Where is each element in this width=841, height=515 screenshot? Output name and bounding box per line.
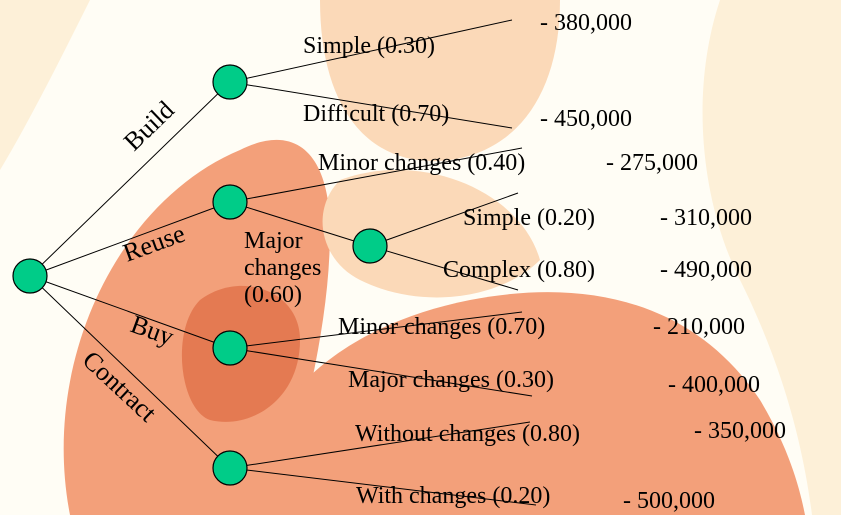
- contract-chance-node: [212, 450, 248, 486]
- reuse-major-line3: (0.60): [244, 282, 302, 308]
- outcome-build-difficult-label: Difficult (0.70): [303, 101, 449, 127]
- decoration-shape-corner: [0, 0, 90, 170]
- outcome-build-simple-value: - 380,000: [540, 10, 632, 36]
- edge-reuse: [29, 201, 231, 277]
- outcome-buy-minor-label: Minor changes (0.70): [338, 314, 545, 340]
- edge-buy: [29, 275, 231, 349]
- outcome-contract-without-value: - 350,000: [694, 418, 786, 444]
- decoration-shape-right: [702, 0, 841, 515]
- edge-contract-without: [229, 421, 531, 469]
- outcomes: Simple (0.30) - 380,000 Difficult (0.70)…: [303, 10, 786, 514]
- root-decision-node: [12, 258, 48, 294]
- outcome-contract-without-label: Without changes (0.80): [355, 421, 580, 447]
- reuse-major-line1: Major: [244, 228, 303, 254]
- decoration-shape-center: [322, 169, 540, 298]
- edge-build-difficult: [229, 81, 513, 129]
- outcome-reuse-minor-label: Minor changes (0.40): [318, 150, 525, 176]
- edge-contract: [29, 275, 231, 469]
- edge-build-simple: [229, 19, 513, 83]
- edge-major-simple: [369, 192, 519, 247]
- outcome-build-simple-label: Simple (0.30): [303, 33, 435, 59]
- outcome-major-simple-value: - 310,000: [660, 205, 752, 231]
- build-chance-node: [212, 64, 248, 100]
- edge-contract-with: [229, 467, 537, 506]
- outcome-contract-with-label: With changes (0.20): [356, 483, 550, 509]
- reuse-major-label: Major changes (0.60): [244, 228, 321, 308]
- edge-major-complex: [369, 245, 519, 291]
- edge-reuse-major: [229, 201, 371, 247]
- outcome-buy-major-label: Major changes (0.30): [348, 367, 554, 393]
- tree-nodes: [12, 64, 388, 486]
- outcome-build-difficult-value: - 450,000: [540, 106, 632, 132]
- major-changes-chance-node: [352, 228, 388, 264]
- reuse-major-line2: changes: [244, 255, 321, 281]
- decoration-shape-bottom: [240, 292, 805, 515]
- outcome-contract-with-value: - 500,000: [623, 488, 715, 514]
- reuse-chance-node: [212, 184, 248, 220]
- outcome-major-complex-value: - 490,000: [660, 257, 752, 283]
- outcome-buy-major-value: - 400,000: [668, 372, 760, 398]
- buy-chance-node: [212, 330, 248, 366]
- edge-reuse-minor: [229, 147, 523, 203]
- edge-buy-minor: [229, 311, 523, 349]
- tree-edges: [29, 19, 537, 506]
- outcome-buy-minor-value: - 210,000: [653, 314, 745, 340]
- outcome-major-complex-label: Complex (0.80): [443, 257, 595, 283]
- decoration-shape-top: [320, 0, 560, 162]
- edge-build: [29, 81, 231, 277]
- outcome-major-simple-label: Simple (0.20): [463, 205, 595, 231]
- outcome-reuse-minor-value: - 275,000: [606, 150, 698, 176]
- edge-buy-major: [229, 347, 533, 397]
